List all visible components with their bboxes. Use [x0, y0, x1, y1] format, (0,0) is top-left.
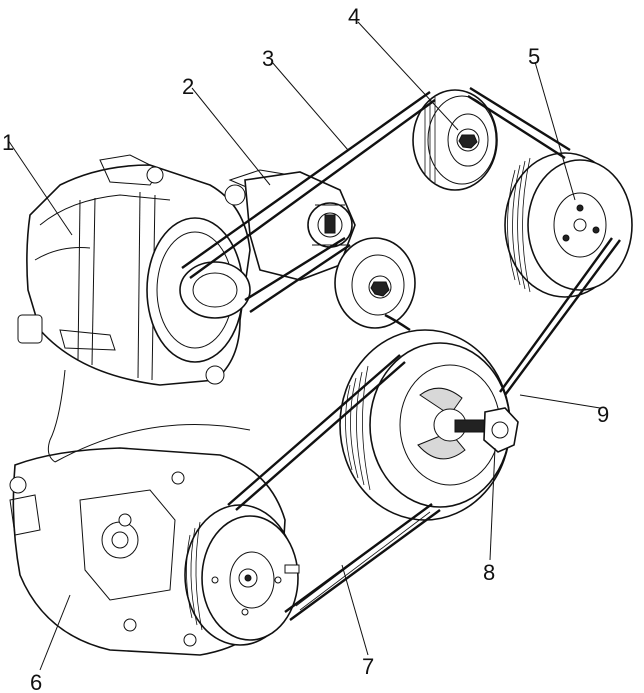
leader-4 [357, 21, 459, 131]
callout-9: 9 [597, 402, 609, 427]
callout-labels: 1 2 3 4 5 6 7 8 9 [2, 4, 609, 693]
drive-belt [181, 86, 621, 621]
crank-bolt [454, 407, 519, 453]
leader-5 [534, 61, 576, 201]
alternator [17, 154, 301, 386]
idler-pulley-top [412, 89, 498, 191]
leader-6 [39, 594, 71, 671]
callout-7: 7 [362, 654, 374, 679]
leader-1 [7, 139, 73, 236]
leader-2 [191, 87, 271, 186]
callout-2: 2 [182, 74, 194, 99]
callout-1: 1 [2, 130, 14, 155]
leader-7 [341, 564, 369, 656]
leader-lines [7, 21, 601, 671]
callout-5: 5 [528, 44, 540, 69]
leader-8 [489, 447, 496, 561]
crankshaft-pulley [339, 329, 511, 521]
callout-6: 6 [30, 670, 42, 693]
leader-3 [271, 61, 349, 151]
callout-8: 8 [483, 560, 495, 585]
leader-9 [519, 394, 601, 409]
callout-3: 3 [262, 46, 274, 71]
ac-compressor [9, 369, 300, 656]
callout-4: 4 [348, 4, 360, 29]
idler-pulley-lower [334, 237, 416, 329]
water-pump-pulley [504, 152, 633, 298]
